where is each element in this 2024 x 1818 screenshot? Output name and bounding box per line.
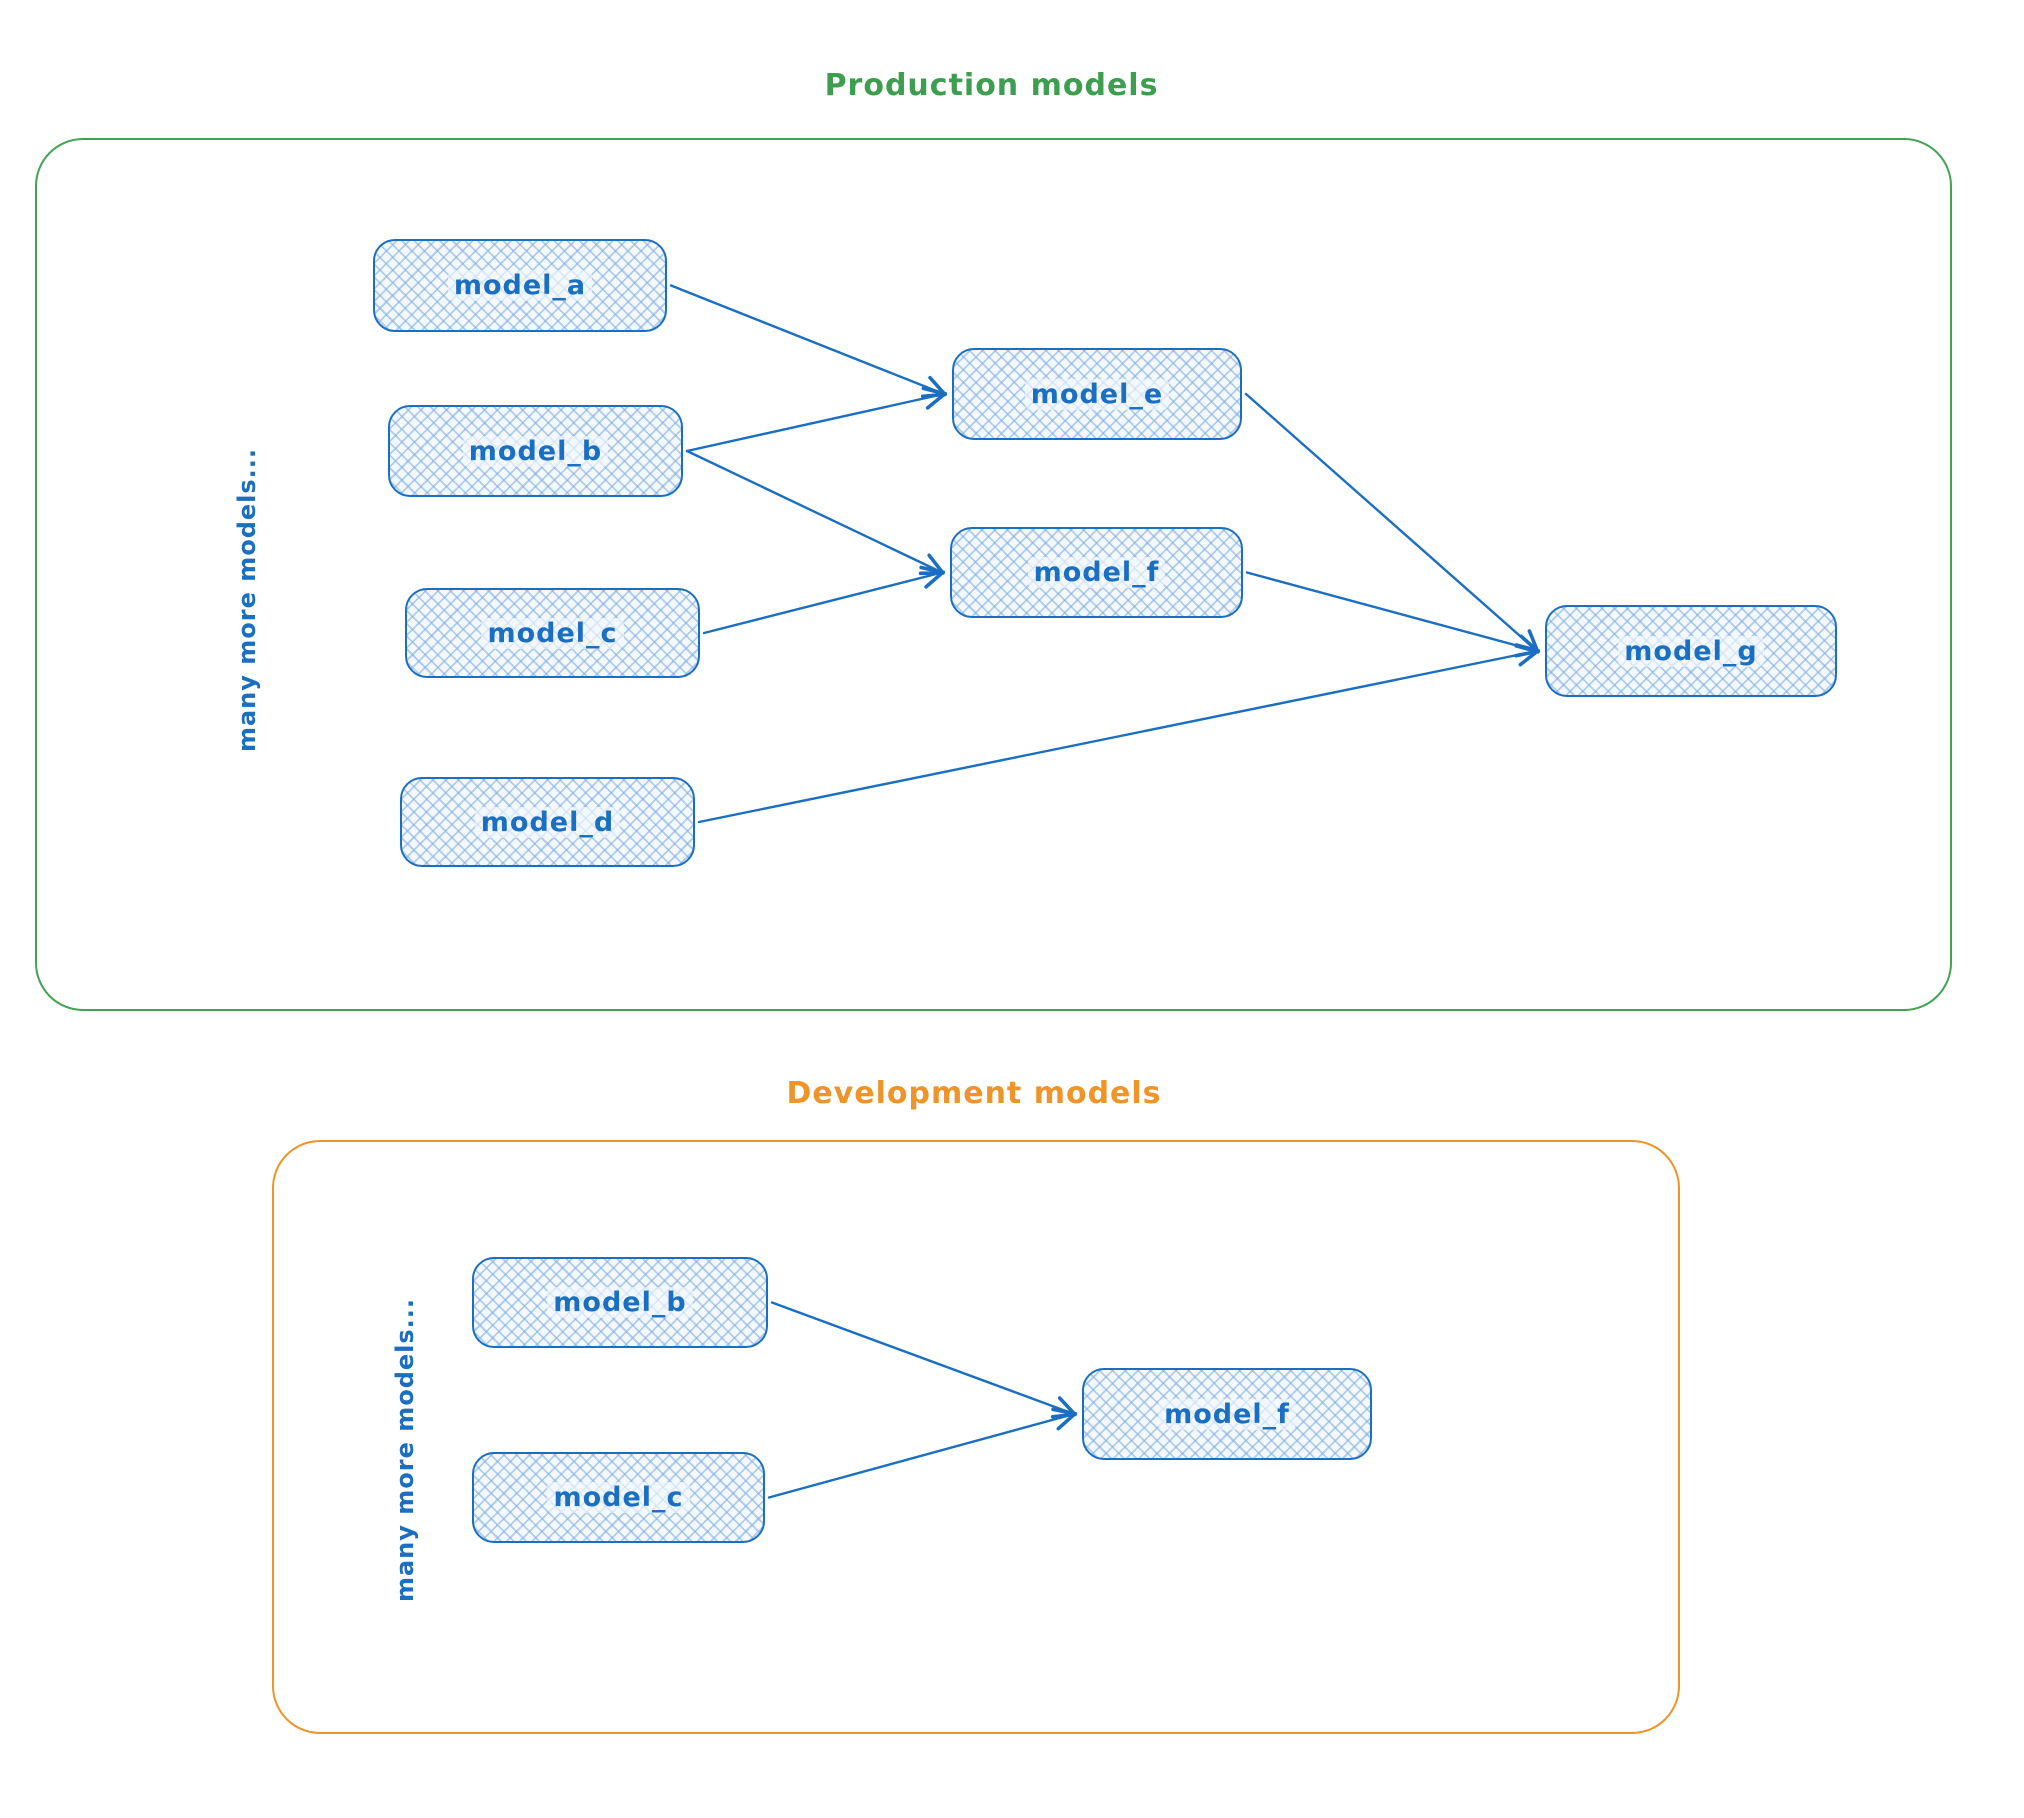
node-prod-model-d[interactable]: model_d bbox=[400, 777, 695, 867]
production-title: Production models bbox=[824, 68, 1159, 103]
production-container[interactable] bbox=[35, 138, 1952, 1011]
edge-prod-model-f-to-prod-model-g[interactable] bbox=[1245, 571, 1537, 652]
production-side-label-text: many more models... bbox=[233, 447, 261, 753]
development-container[interactable] bbox=[272, 1140, 1680, 1734]
edge-prod-model-d-to-prod-model-g[interactable] bbox=[697, 651, 1537, 824]
node-label-model-c: model_c bbox=[481, 617, 624, 649]
node-label-dev-model-c: model_c bbox=[547, 1482, 690, 1513]
node-dev-model-f[interactable]: model_f bbox=[1082, 1368, 1372, 1460]
development-side-label-text: many more models... bbox=[391, 1297, 419, 1603]
node-label-model-f: model_f bbox=[1027, 557, 1166, 588]
node-prod-model-e[interactable]: model_e bbox=[952, 348, 1242, 440]
node-prod-model-b[interactable]: model_b bbox=[388, 405, 683, 497]
edge-prod-model-e-to-prod-model-g[interactable] bbox=[1244, 392, 1537, 651]
edge-prod-model-b-to-prod-model-f[interactable] bbox=[685, 449, 942, 573]
edge-prod-model-a-to-prod-model-e[interactable] bbox=[669, 284, 944, 395]
node-label-dev-model-f: model_f bbox=[1158, 1398, 1296, 1430]
node-prod-model-c[interactable]: model_c bbox=[405, 588, 700, 678]
node-prod-model-a[interactable]: model_a bbox=[373, 239, 667, 332]
node-label-model-b: model_b bbox=[462, 435, 609, 467]
node-label-model-e: model_e bbox=[1024, 378, 1170, 410]
edge-prod-model-c-to-prod-model-f[interactable] bbox=[702, 573, 942, 635]
node-label-model-g: model_g bbox=[1618, 635, 1764, 667]
development-title: Development models bbox=[786, 1076, 1162, 1111]
node-label-model-a: model_a bbox=[447, 270, 593, 301]
node-prod-model-g[interactable]: model_g bbox=[1545, 605, 1837, 697]
node-dev-model-c[interactable]: model_c bbox=[472, 1452, 765, 1543]
edge-dev-model-c-to-dev-model-f[interactable] bbox=[767, 1414, 1074, 1499]
edge-prod-model-b-to-prod-model-e[interactable] bbox=[685, 394, 944, 453]
node-label-dev-model-b: model_b bbox=[547, 1287, 693, 1318]
node-dev-model-b[interactable]: model_b bbox=[472, 1257, 768, 1348]
node-prod-model-f[interactable]: model_f bbox=[950, 527, 1243, 618]
edge-dev-model-b-to-dev-model-f[interactable] bbox=[770, 1301, 1074, 1415]
node-label-model-d: model_d bbox=[474, 806, 621, 838]
